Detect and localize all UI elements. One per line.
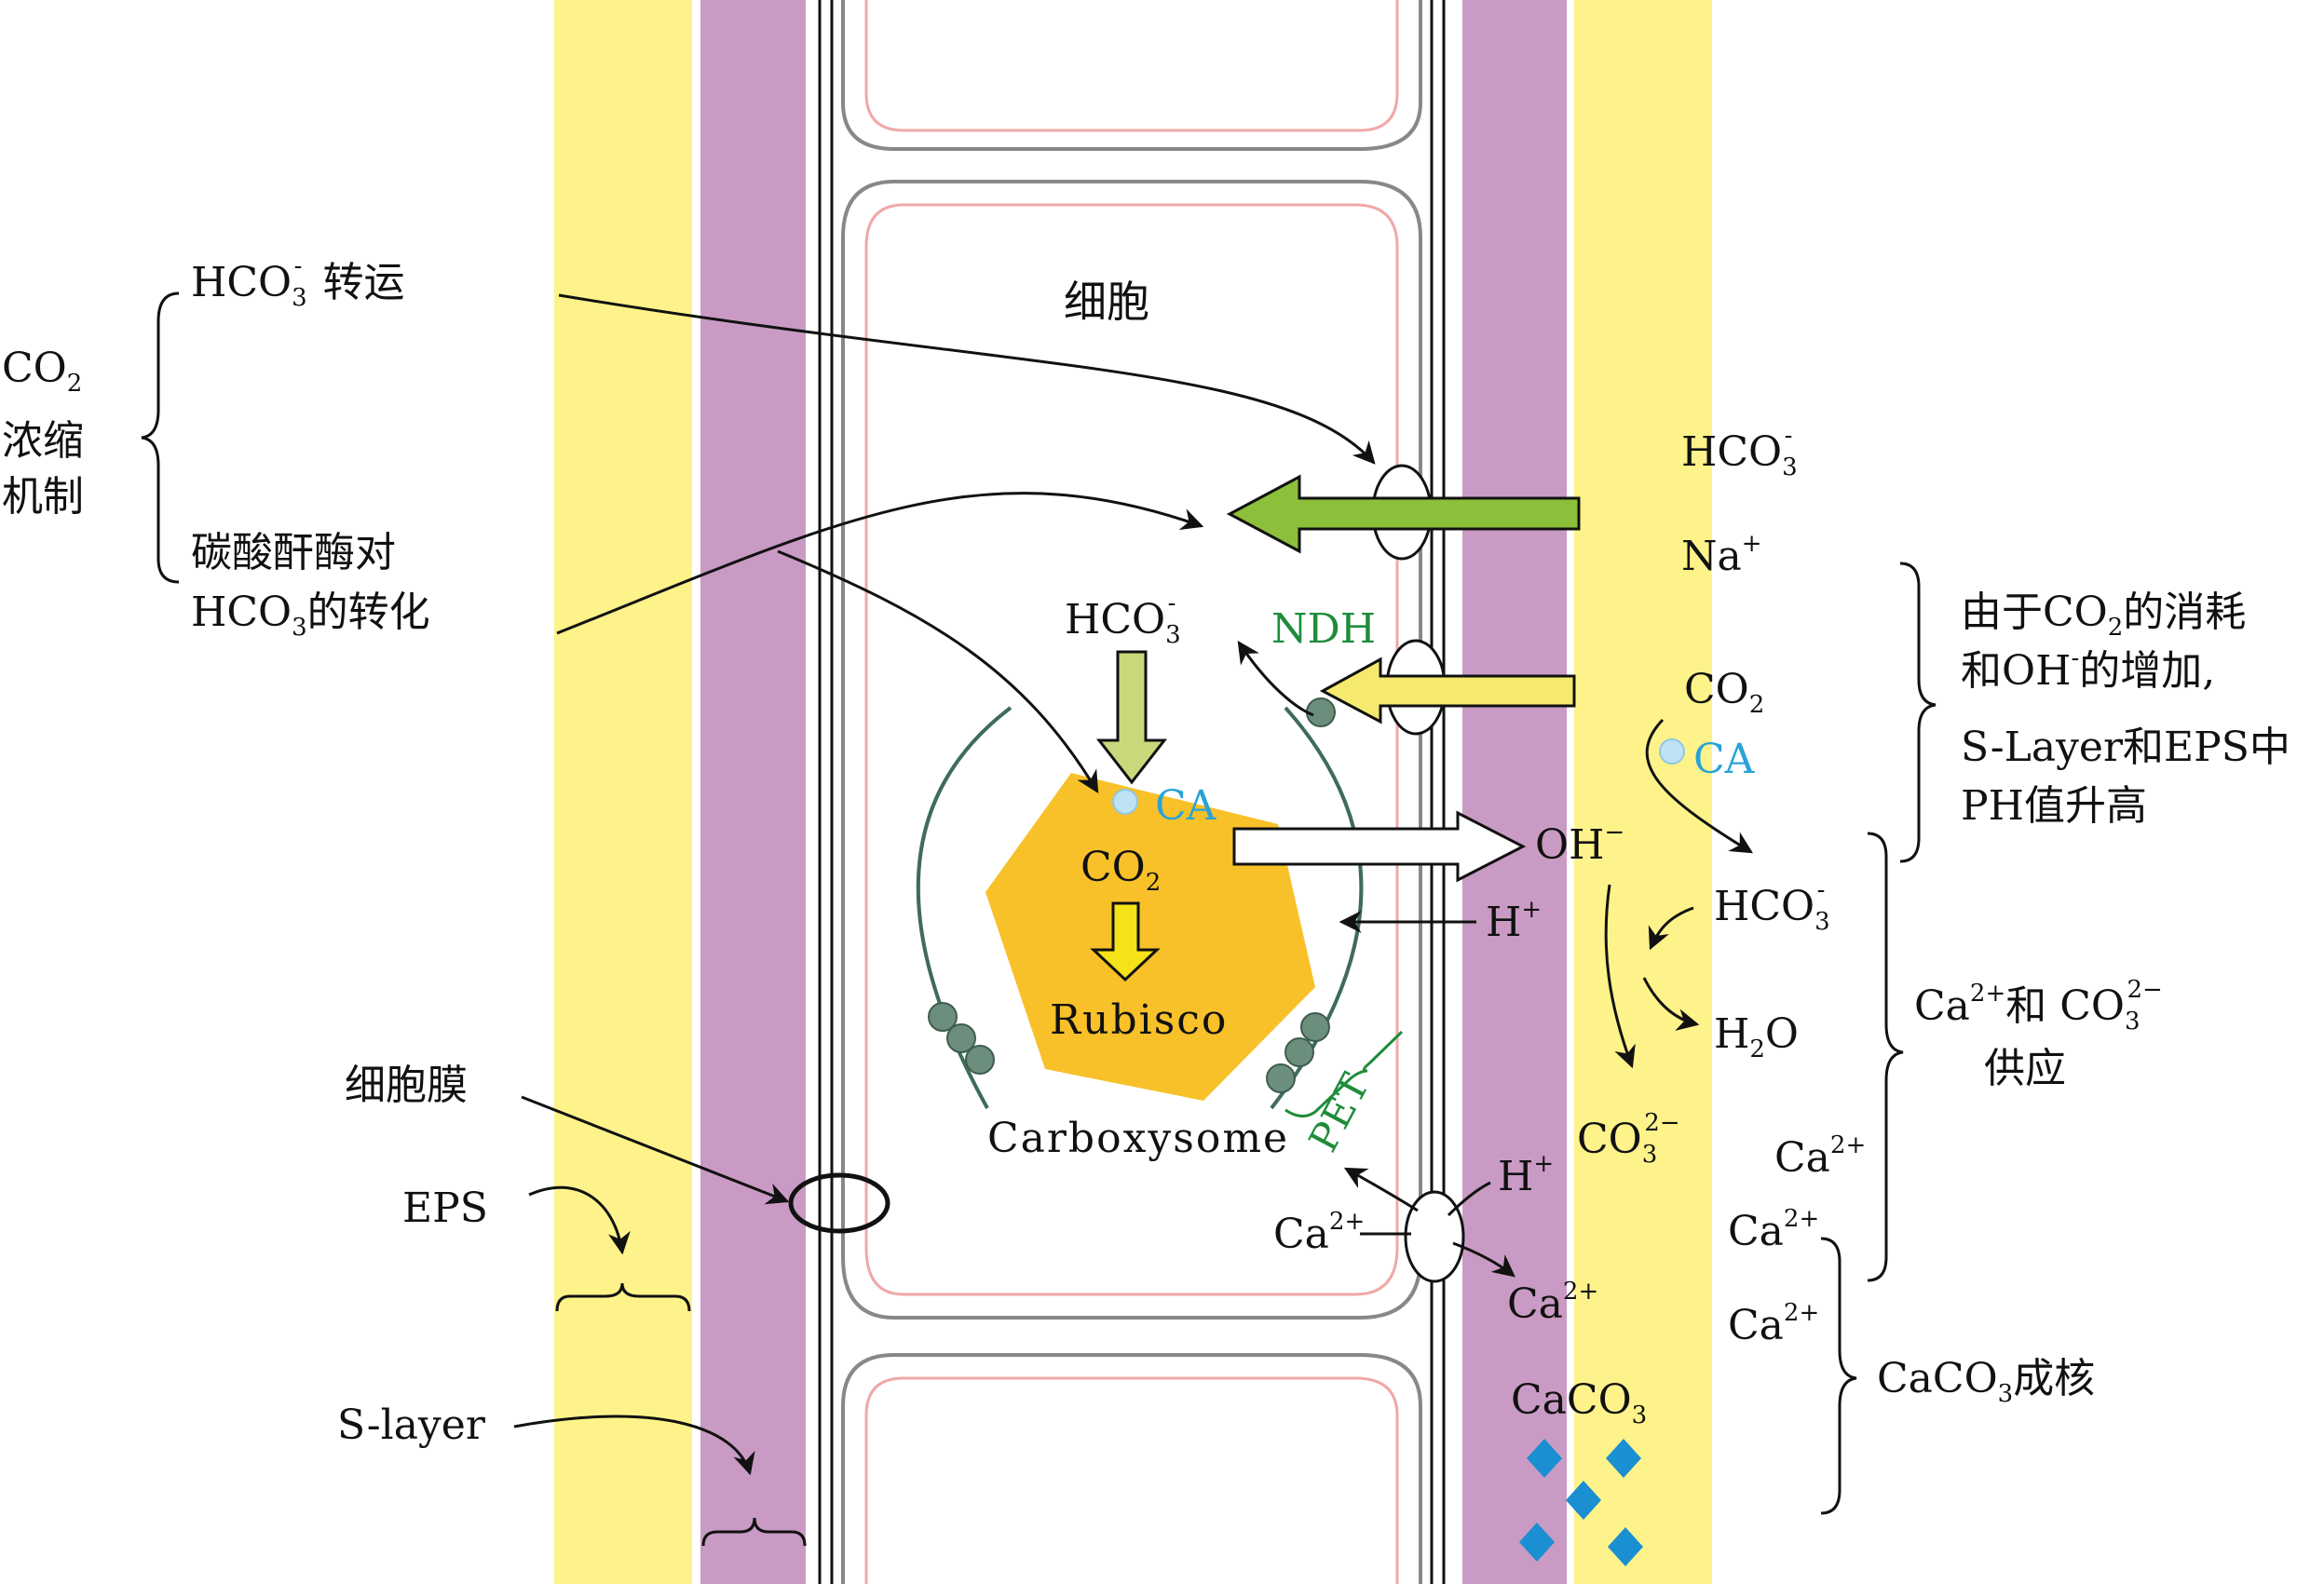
inside-ca-label: Ca2+ bbox=[1273, 1208, 1365, 1258]
eps-layer-left bbox=[554, 0, 692, 1584]
h-exchange-left-arrow bbox=[1343, 1167, 1419, 1212]
ca-sphere-outside bbox=[1659, 738, 1685, 765]
cell-compartment-middle bbox=[841, 180, 1422, 1320]
ccm-label-line2: 浓缩 bbox=[2, 417, 84, 465]
outside-na-label: Na+ bbox=[1681, 530, 1762, 580]
supply-brace bbox=[1867, 832, 1904, 1282]
ccm-label-line3: 机制 bbox=[2, 473, 84, 521]
oh-to-co3-arrow bbox=[1604, 884, 1636, 1069]
supply-note-line1: Ca2+和 CO32− bbox=[1914, 976, 2163, 1036]
ph-note-line2: 和OH-的增加, bbox=[1961, 644, 2215, 695]
co3-label: CO32− bbox=[1577, 1109, 1680, 1169]
cell-co2-label: CO2 bbox=[1080, 844, 1161, 897]
s-layer-pointer bbox=[513, 1415, 755, 1476]
oh-label: OH− bbox=[1535, 819, 1624, 869]
carboxysome bbox=[985, 773, 1315, 1101]
cell-h-label: H+ bbox=[1486, 896, 1542, 946]
h-exchange-right-line bbox=[1447, 1181, 1491, 1217]
ndh-uptake-arrow bbox=[1319, 657, 1576, 724]
nucleation-note: CaCO3成核 bbox=[1877, 1355, 2095, 1408]
outside-hco3-label: HCO3- bbox=[1681, 422, 1798, 481]
carboxysome-label: Carboxysome bbox=[987, 1115, 1289, 1162]
s-layer-right bbox=[1462, 0, 1567, 1584]
cell-hco3-label: HCO3- bbox=[1065, 589, 1181, 649]
ndh-label: NDH bbox=[1271, 605, 1376, 653]
eps-brace bbox=[555, 1282, 691, 1312]
pet-particles-right bbox=[1266, 1012, 1330, 1093]
ph-note-line3: S-Layer和EPS中 bbox=[1961, 724, 2290, 771]
co2-to-rubisco-arrow bbox=[1090, 901, 1161, 982]
nucleation-brace bbox=[1820, 1237, 1857, 1515]
hco3-transport-label: HCO3-转运 bbox=[191, 252, 404, 312]
eps-label: EPS bbox=[402, 1185, 488, 1232]
ca-ion-1: Ca2+ bbox=[1774, 1131, 1866, 1182]
hco3-uptake-arrow bbox=[1226, 474, 1581, 554]
cell-title: 细胞 bbox=[1064, 277, 1149, 327]
ph-note-line4: PH值升高 bbox=[1961, 782, 2147, 830]
outside-hco3b-label: HCO3- bbox=[1714, 876, 1830, 936]
ca-sphere-cell bbox=[1112, 789, 1138, 815]
rubisco-label: Rubisco bbox=[1050, 996, 1228, 1044]
oh-export-arrow bbox=[1232, 810, 1527, 883]
pet-particles-left bbox=[928, 1002, 995, 1075]
ca-conversion-branch bbox=[777, 549, 1099, 794]
caco3-label: CaCO3 bbox=[1511, 1376, 1647, 1429]
caco3-crystals bbox=[1519, 1439, 1643, 1566]
exported-ca-label: Ca2+ bbox=[1507, 1278, 1598, 1328]
outside-h-label: H+ bbox=[1498, 1150, 1554, 1200]
co2-to-hco3-arrow bbox=[1645, 718, 1754, 854]
ca-conversion-label-line1: 碳酸酐酶对 bbox=[191, 529, 396, 576]
h2o-release-arrow bbox=[1642, 977, 1700, 1031]
hco3-join-arrow bbox=[1648, 906, 1694, 951]
cell-compartment-top bbox=[841, 0, 1422, 151]
cell-compartment-bottom bbox=[841, 1353, 1422, 1584]
ca-ion-2: Ca2+ bbox=[1728, 1205, 1819, 1255]
cell-ca-label: CA bbox=[1155, 782, 1217, 830]
eps-layer-right bbox=[1574, 0, 1712, 1584]
hco3-transport-pointer bbox=[558, 293, 1376, 465]
ca-ion-3: Ca2+ bbox=[1728, 1299, 1819, 1349]
outside-ca-label: CA bbox=[1693, 736, 1756, 783]
ndh-particle bbox=[1306, 697, 1336, 727]
hco3-to-carboxysome-arrow bbox=[1095, 650, 1168, 785]
pet-brace bbox=[1284, 1030, 1404, 1117]
ca-outflow-arrow bbox=[1452, 1241, 1515, 1278]
s-layer-brace bbox=[701, 1517, 807, 1547]
cell-membrane-label: 细胞膜 bbox=[345, 1062, 468, 1109]
s-layer-left bbox=[700, 0, 806, 1584]
ndh-to-hco3-arrow bbox=[1237, 641, 1314, 717]
ca-transporter bbox=[1404, 1190, 1465, 1283]
ca-conversion-pointer bbox=[556, 492, 1204, 635]
ph-brace bbox=[1899, 562, 1937, 863]
ccm-brace bbox=[141, 291, 180, 584]
ph-note-line1: 由于CO2的消耗 bbox=[1961, 589, 2246, 642]
outside-co2-label: CO2 bbox=[1684, 666, 1764, 719]
supply-note-line2: 供应 bbox=[1984, 1045, 2066, 1092]
h2o-label: H2O bbox=[1714, 1010, 1799, 1063]
membrane-pointer bbox=[521, 1095, 790, 1205]
ca-conversion-label-line2: HCO3的转化 bbox=[191, 589, 430, 642]
eps-pointer bbox=[528, 1185, 631, 1255]
ccm-label-line1: CO2 bbox=[2, 345, 82, 398]
cell-membrane-ring bbox=[788, 1172, 890, 1234]
s-layer-label: S-layer bbox=[337, 1401, 486, 1449]
